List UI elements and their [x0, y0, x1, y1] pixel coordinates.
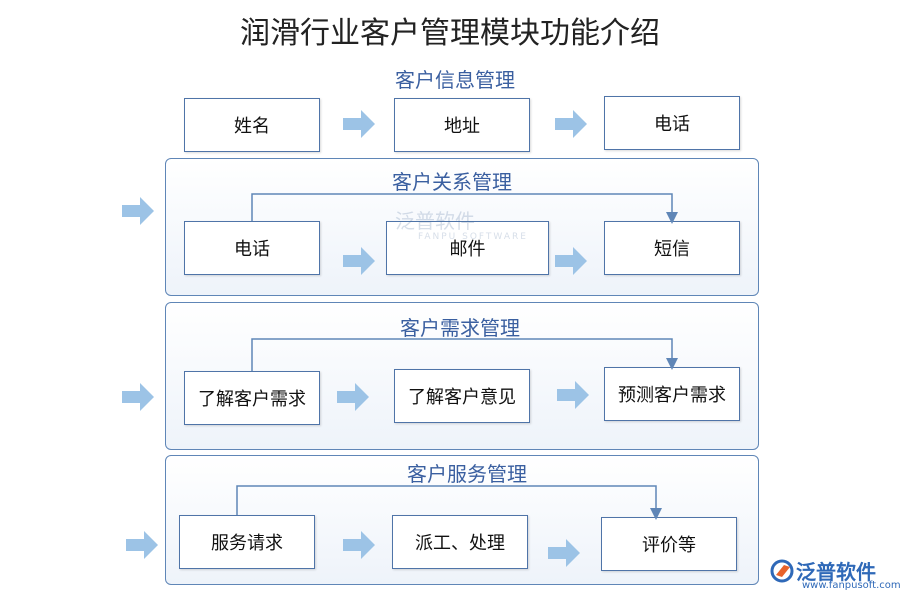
arrow-right: [343, 531, 375, 559]
node-email: 邮件: [386, 221, 549, 275]
section-heading-service: 客户服务管理: [407, 462, 527, 486]
arrow-right: [126, 531, 158, 559]
section-heading-demand: 客户需求管理: [400, 316, 520, 340]
logo-url: www.fanpusoft.com: [802, 580, 900, 591]
node-understand-opinions: 了解客户意见: [394, 369, 530, 423]
arrow-right: [122, 197, 154, 225]
logo-text: 泛普软件: [796, 560, 876, 584]
node-phone-info: 电话: [604, 96, 740, 150]
connector-service: [236, 485, 662, 520]
arrow-right: [557, 381, 589, 409]
section-heading-relationship: 客户关系管理: [392, 170, 512, 194]
watermark-text: 泛普软件: [395, 209, 475, 233]
arrow-right: [555, 110, 587, 138]
node-phone: 电话: [184, 221, 320, 275]
node-service-request: 服务请求: [179, 515, 315, 569]
node-address: 地址: [394, 98, 530, 152]
arrow-right: [337, 383, 369, 411]
diagram-title: 润滑行业客户管理模块功能介绍: [240, 16, 660, 51]
arrow-right: [122, 383, 154, 411]
node-predict-needs: 预测客户需求: [604, 367, 740, 421]
node-dispatch: 派工、处理: [392, 515, 528, 569]
node-evaluation: 评价等: [601, 517, 737, 571]
node-sms: 短信: [604, 221, 740, 275]
connector-relationship: [251, 193, 678, 224]
arrow-right: [555, 247, 587, 275]
section-heading-info: 客户信息管理: [395, 68, 515, 92]
watermark-subtext: FANPU SOFTWARE: [418, 232, 528, 242]
arrow-right: [343, 247, 375, 275]
arrow-right: [343, 110, 375, 138]
node-name: 姓名: [184, 98, 320, 152]
logo-icon: [770, 559, 794, 582]
brand-logo: 泛普软件: [770, 556, 876, 585]
arrow-right: [548, 539, 580, 567]
connector-demand: [251, 338, 678, 371]
node-understand-needs: 了解客户需求: [184, 371, 320, 425]
